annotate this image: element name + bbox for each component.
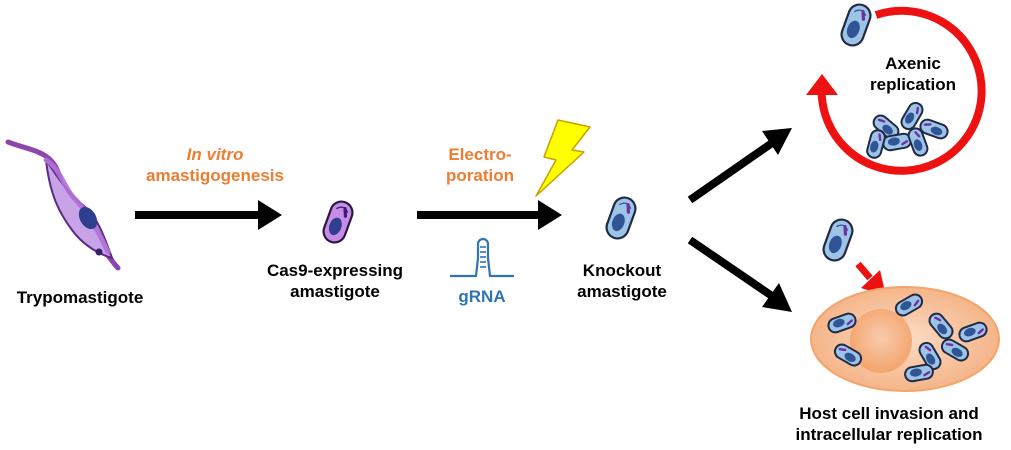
trypomastigote-label: Trypomastigote <box>16 288 144 307</box>
host-cell-label-line1: Host cell invasion and <box>799 404 979 423</box>
grna-label: gRNA <box>458 287 506 306</box>
arrow-to-host-cell <box>687 236 792 312</box>
amastigogenesis-label: In vitro amastigogenesis <box>130 144 300 186</box>
axenic-replication-label: Axenic replication <box>858 53 968 95</box>
electroporation-label-line2: poration <box>446 166 514 185</box>
cas9-amastigote-label-line1: Cas9-expressing <box>266 261 404 280</box>
arrow-amastigogenesis <box>135 200 282 230</box>
axenic-replication-label-line2: replication <box>870 75 956 94</box>
host-cell-label-line2: intracellular replication <box>795 425 983 444</box>
knockout-amastigote-label-line2: amastigote <box>577 282 667 301</box>
host-cell-icon <box>810 214 1000 392</box>
amastigogenesis-label-line1: In vitro <box>186 145 244 164</box>
axenic-replication-label-line1: Axenic <box>885 54 941 73</box>
trypomastigote-icon <box>5 139 121 271</box>
host-cell-label: Host cell invasion and intracellular rep… <box>771 403 1007 445</box>
amastigogenesis-label-line2: amastigogenesis <box>146 166 284 185</box>
lightning-icon <box>535 119 591 197</box>
grna-icon <box>450 237 514 278</box>
cas9-amastigote-icon <box>318 196 358 248</box>
arrow-electroporation <box>417 200 562 230</box>
arrow-to-axenic <box>687 128 792 204</box>
axenic-cycle-icon <box>806 0 986 175</box>
knockout-amastigote-label: Knockout amastigote <box>560 260 684 302</box>
knockout-amastigote-icon <box>601 192 641 244</box>
cas9-amastigote-label-line2: amastigote <box>290 282 380 301</box>
cas9-amastigote-label: Cas9-expressing amastigote <box>250 260 420 302</box>
knockout-amastigote-label-line1: Knockout <box>582 261 662 280</box>
electroporation-label: Electro- poration <box>420 144 540 186</box>
electroporation-label-line1: Electro- <box>448 145 512 164</box>
